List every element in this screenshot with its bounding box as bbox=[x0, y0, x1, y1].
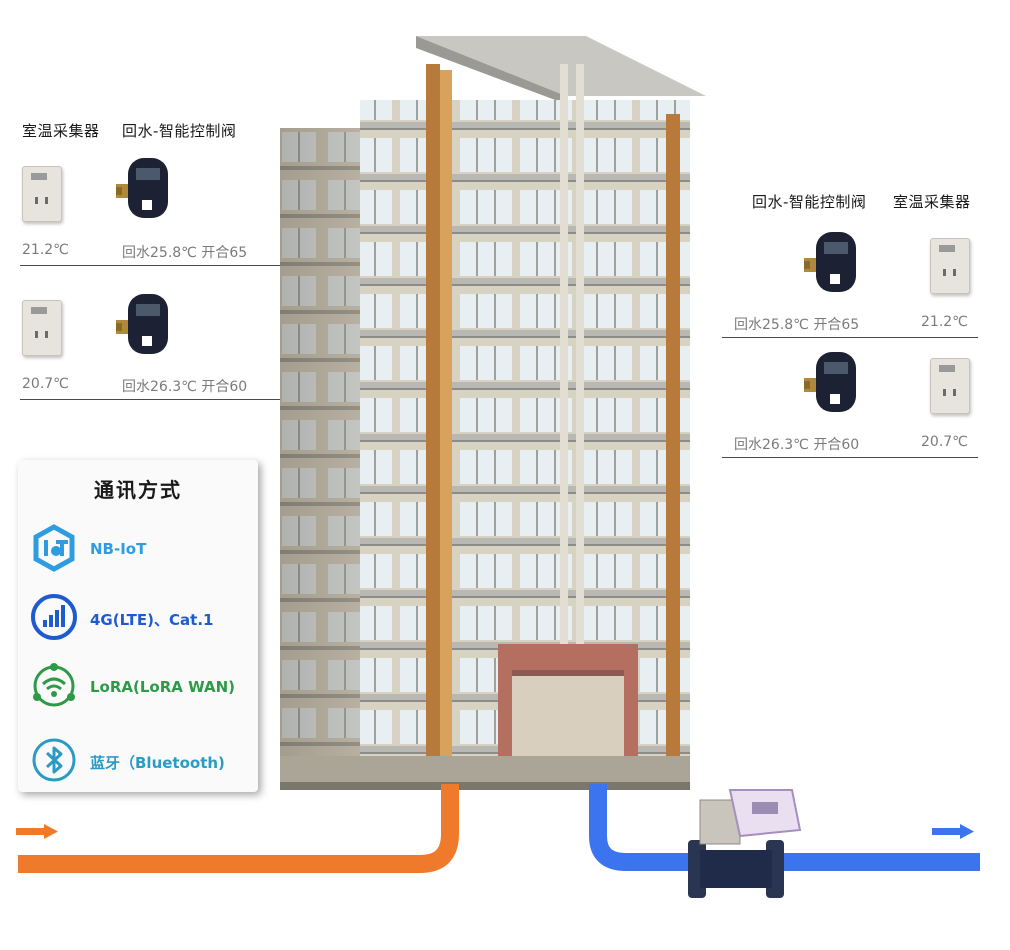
left-valve-reading-1: 回水25.8℃ 开合65 bbox=[122, 245, 248, 261]
signal-bars-icon bbox=[31, 594, 77, 640]
supply-pipe bbox=[18, 784, 459, 873]
right-room-temp-2: 20.7℃ bbox=[921, 434, 968, 450]
smart-valve-icon bbox=[804, 352, 856, 412]
room-temp-collector bbox=[930, 358, 970, 414]
right-valve-reading-2: 回水26.3℃ 开合60 bbox=[734, 437, 860, 453]
smart-valve-icon bbox=[116, 294, 168, 354]
lora-wifi-icon bbox=[33, 663, 75, 707]
left-room-temp-1: 21.2℃ bbox=[22, 242, 69, 258]
4g-cat1-label: 4G(LTE)、Cat.1 bbox=[90, 611, 214, 629]
return-flow-arrow-icon bbox=[932, 824, 974, 839]
floor-connector-line bbox=[20, 265, 282, 266]
pipe-network bbox=[16, 784, 980, 898]
nb-iot-label: NB-IoT bbox=[90, 540, 147, 558]
room-temp-collector bbox=[22, 166, 62, 222]
right-valve-reading-1: 回水25.8℃ 开合65 bbox=[734, 317, 860, 333]
iot-hexagon-icon bbox=[33, 524, 75, 572]
bluetooth-label: 蓝牙（Bluetooth) bbox=[90, 754, 225, 772]
communication-title: 通讯方式 bbox=[94, 478, 182, 502]
left-valve-reading-2: 回水26.3℃ 开合60 bbox=[122, 379, 248, 395]
room-temp-collector bbox=[22, 300, 62, 356]
left-collector-header: 室温采集器 bbox=[22, 122, 100, 140]
supply-flow-arrow-icon bbox=[16, 824, 58, 839]
communication-panel: 通讯方式 NB-IoT 4G(LTE)、Cat.1 LoRA(LoRA WAN)… bbox=[18, 460, 258, 792]
floor-connector-line bbox=[722, 337, 978, 338]
left-room-temp-2: 20.7℃ bbox=[22, 376, 69, 392]
floor-connector-line bbox=[722, 457, 978, 458]
room-temp-collector bbox=[930, 238, 970, 294]
left-valve-header: 回水-智能控制阀 bbox=[122, 122, 237, 140]
bluetooth-icon bbox=[32, 738, 76, 782]
right-collector-header: 室温采集器 bbox=[893, 193, 971, 211]
smart-valve-icon bbox=[116, 158, 168, 218]
flow-meter-icon bbox=[688, 789, 802, 898]
apartment-building-illustration bbox=[280, 36, 706, 790]
return-pipe bbox=[589, 784, 980, 871]
right-room-temp-1: 21.2℃ bbox=[921, 314, 968, 330]
right-valve-header: 回水-智能控制阀 bbox=[752, 193, 867, 211]
floor-connector-line bbox=[20, 399, 282, 400]
smart-valve-icon bbox=[804, 232, 856, 292]
lora-label: LoRA(LoRA WAN) bbox=[90, 678, 236, 696]
